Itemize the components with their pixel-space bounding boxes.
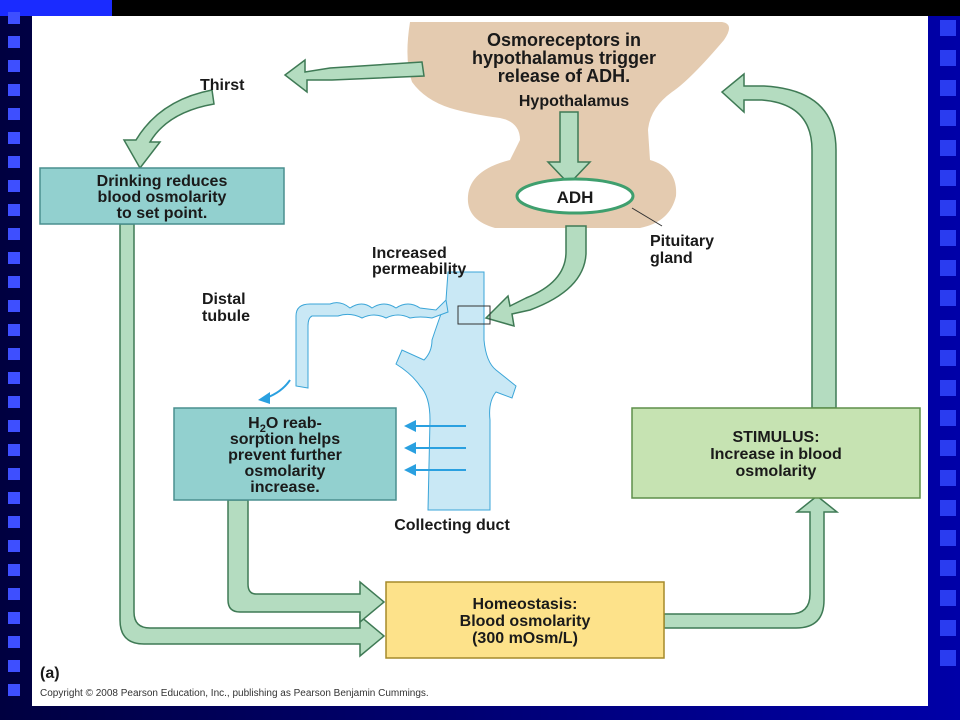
distal-tubule-label-2: tubule: [202, 308, 250, 325]
pituitary-label-2: gland: [650, 250, 693, 267]
drinking-box: [39, 167, 285, 225]
drinking-line-2: blood osmolarity: [98, 189, 227, 206]
adh-oval: [515, 177, 635, 215]
h2o-line-2: sorption helps: [230, 431, 340, 448]
arrow-adh-to-duct: [484, 225, 587, 328]
thirst-label: Thirst: [200, 77, 245, 94]
collecting-duct-label: Collecting duct: [394, 517, 510, 534]
copyright-text: Copyright © 2008 Pearson Education, Inc.…: [40, 688, 429, 699]
drinking-line-3: to set point.: [117, 205, 208, 222]
panel-label: (a): [40, 665, 60, 682]
osmoreceptors-line-1: Osmoreceptors in: [487, 30, 641, 50]
h2o-line-5: increase.: [250, 479, 319, 496]
increased-permeability-2: permeability: [372, 261, 466, 278]
stimulus-line-1: STIMULUS:: [732, 429, 819, 446]
h2o-reabsorption-box: [173, 407, 397, 501]
decorative-squares-right: [936, 20, 960, 720]
stimulus-line-2: Increase in blood: [710, 446, 842, 463]
homeostasis-line-3: (300 mOsm/L): [472, 630, 578, 647]
arrow-to-thirst: [283, 58, 425, 94]
homeostasis-line-1: Homeostasis:: [473, 596, 578, 613]
duct-detail-box: [457, 305, 491, 325]
arrow-hypothalamus-to-adh: [546, 111, 592, 186]
arrow-drinking-to-homeostasis: [119, 223, 386, 658]
arrow-homeostasis-to-stimulus: [663, 495, 840, 629]
top-bar: [0, 0, 960, 16]
stimulus-line-3: osmolarity: [736, 463, 817, 480]
h2o-line-4: osmolarity: [245, 463, 326, 480]
top-bar-accent: [0, 0, 112, 16]
drinking-line-1: Drinking reduces: [97, 173, 228, 190]
arrow-stimulus-to-hypothalamus: [720, 72, 837, 409]
homeostasis-line-2: Blood osmolarity: [460, 613, 591, 630]
increased-permeability-1: Increased: [372, 245, 447, 262]
h2o-line-3: prevent further: [228, 447, 342, 464]
homeostasis-box: [385, 581, 665, 659]
h2o-line-1: H2O reab-: [248, 415, 322, 435]
hypothalamus-label: Hypothalamus: [519, 93, 629, 110]
arrow-thirst-to-drinking: [122, 89, 215, 170]
collecting-duct-shape: [395, 271, 517, 511]
osmoreceptors-line-2: hypothalamus trigger: [472, 48, 656, 68]
pituitary-leader: [631, 207, 663, 227]
stimulus-box: [631, 407, 921, 499]
decorative-squares-left: [8, 12, 22, 712]
distal-tubule-label-1: Distal: [202, 291, 246, 308]
pituitary-label-1: Pituitary: [650, 233, 714, 250]
arrow-h2o-to-homeostasis: [227, 499, 386, 624]
adh-label: ADH: [557, 188, 594, 207]
distal-tubule-shape: [295, 298, 449, 389]
osmoreceptors-line-3: release of ADH.: [498, 66, 630, 86]
